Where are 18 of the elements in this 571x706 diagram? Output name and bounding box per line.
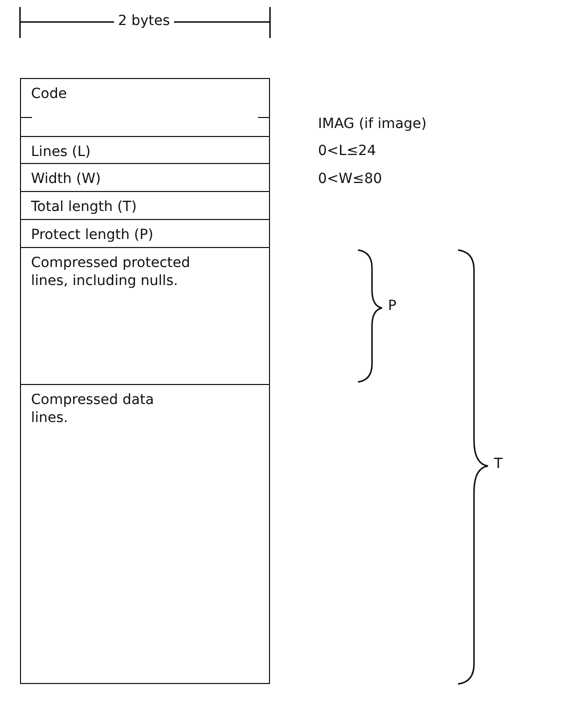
field-label: Lines (L)	[31, 143, 92, 161]
field-label: Width (W)	[31, 170, 102, 188]
field-note: 0<L≤24	[318, 143, 376, 159]
field-row	[20, 247, 270, 385]
field-note: IMAG (if image)	[318, 116, 427, 132]
field-row	[20, 384, 270, 684]
field-row	[20, 163, 270, 192]
dimension-label: 2 bytes	[114, 13, 174, 29]
field-row	[20, 191, 270, 220]
field-row	[20, 219, 270, 248]
field-label: Compressed data lines.	[31, 391, 155, 427]
field-label: Compressed protected lines, including nulls.	[31, 254, 192, 290]
field-label: Code	[31, 85, 68, 103]
field-label: Total length (T)	[31, 198, 138, 216]
field-label: Protect length (P)	[31, 226, 154, 244]
field-note: 0<W≤80	[318, 171, 382, 187]
field-row	[20, 78, 270, 137]
field-row	[20, 136, 270, 164]
